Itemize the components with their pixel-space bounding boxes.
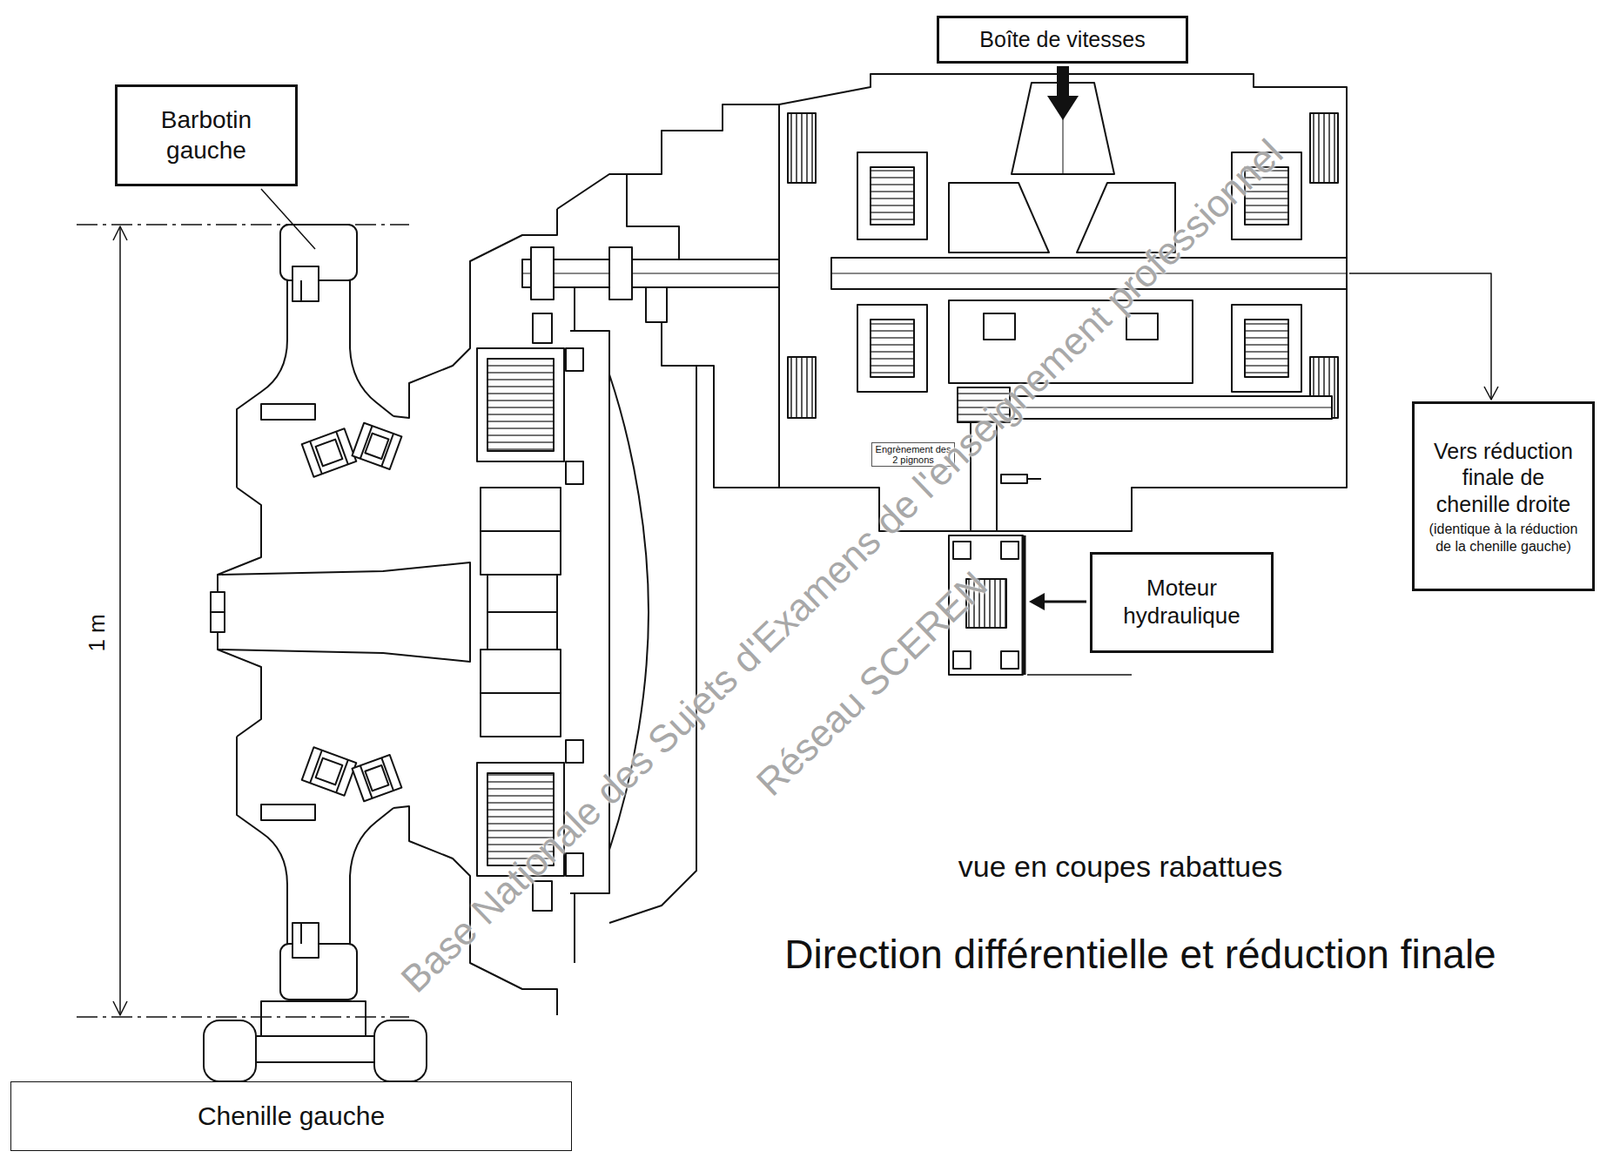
final-drive-half-section bbox=[532, 313, 552, 343]
gearbox-section bbox=[857, 304, 928, 392]
part-callout-box: Boîte de vitesses bbox=[936, 15, 1189, 64]
gearbox-section bbox=[983, 313, 1016, 340]
box-text: Vers réduction finale de chenille droite bbox=[1423, 437, 1584, 518]
gearbox-section bbox=[787, 113, 816, 183]
track-wheels bbox=[203, 1020, 256, 1082]
gearbox-section bbox=[1001, 474, 1028, 484]
final-drive-half-section bbox=[302, 428, 357, 477]
box-text: Barbotin gauche bbox=[126, 105, 287, 165]
gearbox-section bbox=[870, 167, 915, 225]
view-note: vue en coupes rabattues bbox=[958, 849, 1283, 884]
final-drive-half-section bbox=[236, 280, 288, 488]
gearbox-section bbox=[857, 152, 928, 240]
final-drive-half-section bbox=[487, 574, 558, 612]
housing bbox=[661, 313, 780, 488]
box-text: Moteur hydraulique bbox=[1101, 574, 1263, 630]
gearbox-section bbox=[1009, 396, 1332, 419]
final-drive-half-section bbox=[364, 433, 389, 459]
final-drive-half-section bbox=[351, 423, 402, 470]
dimension-line bbox=[76, 223, 410, 226]
final-drive-half-section bbox=[300, 280, 303, 302]
hydraulic-motor bbox=[1001, 651, 1019, 669]
part-callout-box: Moteur hydraulique bbox=[1089, 551, 1274, 653]
hydraulic-motor bbox=[1027, 673, 1132, 676]
housing bbox=[609, 365, 697, 923]
hydraulic-motor bbox=[1027, 530, 1132, 532]
housing bbox=[645, 287, 667, 323]
final-drive-half-section bbox=[570, 330, 610, 612]
drawing-title: Direction différentielle et réduction fi… bbox=[784, 931, 1496, 978]
gearbox-section bbox=[1231, 304, 1302, 392]
gearbox-section bbox=[787, 356, 816, 418]
mechanism-drawing bbox=[76, 66, 1499, 1082]
track-band: Chenille gauche bbox=[10, 1081, 572, 1151]
final-drive-half-section bbox=[315, 439, 343, 467]
dimension-line bbox=[113, 226, 128, 241]
final-drive-half-section bbox=[609, 374, 649, 612]
final-drive-half-section bbox=[217, 562, 471, 612]
gearbox-section bbox=[831, 273, 1347, 275]
dimension-line bbox=[76, 224, 410, 1017]
dimension-line bbox=[119, 226, 122, 1016]
box-subtext: (identique à la réduction de la chenille… bbox=[1423, 520, 1584, 555]
dimension-line bbox=[113, 1001, 128, 1016]
gearbox-section bbox=[1009, 407, 1332, 409]
final-drive-half-section bbox=[480, 487, 561, 575]
housing bbox=[626, 174, 679, 262]
final-drive-half-section bbox=[349, 280, 394, 417]
final-drive-half-section bbox=[487, 358, 554, 451]
gearbox-section bbox=[948, 182, 1049, 253]
leader-lines bbox=[1056, 66, 1069, 100]
leader-lines bbox=[1047, 95, 1079, 121]
final-drive-half-section bbox=[261, 403, 316, 420]
final-drive-half-section bbox=[292, 266, 319, 302]
housing bbox=[609, 247, 632, 300]
gearbox-section bbox=[1310, 113, 1338, 183]
dimension-text: 1 m bbox=[84, 613, 111, 652]
gearbox-section bbox=[1244, 319, 1289, 377]
final-drive-half-section bbox=[302, 428, 357, 477]
gearbox-section bbox=[1011, 82, 1115, 175]
box-text: Chenille gauche bbox=[197, 1100, 385, 1133]
hydraulic-motor bbox=[953, 541, 971, 559]
final-drive-half-section bbox=[477, 348, 565, 462]
track-wheels bbox=[203, 1001, 427, 1082]
housing bbox=[557, 104, 780, 209]
leader-lines bbox=[1349, 273, 1492, 399]
leader-lines bbox=[261, 188, 316, 249]
box-text: Boîte de vitesses bbox=[979, 26, 1145, 54]
track-wheels bbox=[261, 1001, 366, 1036]
final-drive-half-section bbox=[210, 591, 225, 612]
final-drive-half-section bbox=[351, 423, 402, 470]
hydraulic-motor bbox=[1001, 541, 1019, 559]
leader-lines bbox=[1041, 600, 1087, 604]
final-drive-half-section bbox=[480, 530, 561, 532]
hydraulic-motor bbox=[953, 651, 971, 669]
leader-lines bbox=[1484, 386, 1499, 400]
part-callout-box: Vers réduction finale de chenille droite… bbox=[1411, 401, 1595, 592]
housing bbox=[531, 247, 554, 300]
final-drive-half-section bbox=[565, 461, 584, 485]
gearbox-section bbox=[831, 257, 1347, 290]
track-wheels bbox=[374, 1020, 427, 1082]
gearbox-section bbox=[870, 319, 915, 377]
gearbox-section bbox=[1027, 477, 1042, 480]
leader-lines bbox=[1028, 592, 1045, 611]
dimension-line bbox=[76, 1015, 410, 1018]
track-wheels bbox=[255, 1035, 375, 1063]
final-drive-half-section bbox=[565, 348, 584, 371]
hydraulic-motor bbox=[1021, 535, 1027, 675]
part-callout-box: Barbotin gauche bbox=[114, 84, 298, 187]
